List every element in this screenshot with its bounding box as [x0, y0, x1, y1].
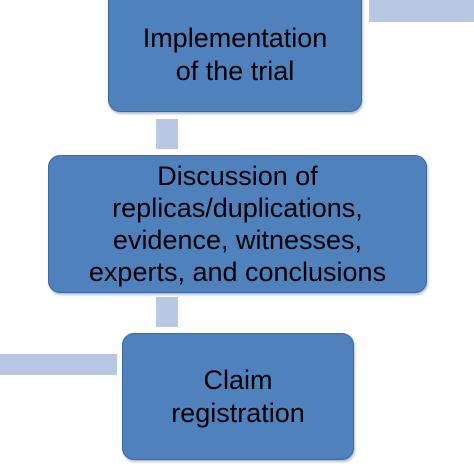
step-label-implementation: Implementation of the trial: [142, 23, 328, 86]
step-box-claim-registration: Claim registration: [122, 333, 354, 460]
step-box-discussion: Discussion of replicas/duplications, evi…: [48, 155, 427, 293]
connector-step2-step3: [156, 297, 178, 327]
connector-stub-top-right: [369, 0, 474, 22]
connector-stub-bottom-left: [0, 354, 117, 375]
step-label-discussion: Discussion of replicas/duplications, evi…: [88, 161, 387, 287]
step-label-claim-registration: Claim registration: [171, 364, 305, 428]
connector-step1-step2: [156, 119, 178, 149]
step-box-implementation: Implementation of the trial: [108, 0, 362, 112]
